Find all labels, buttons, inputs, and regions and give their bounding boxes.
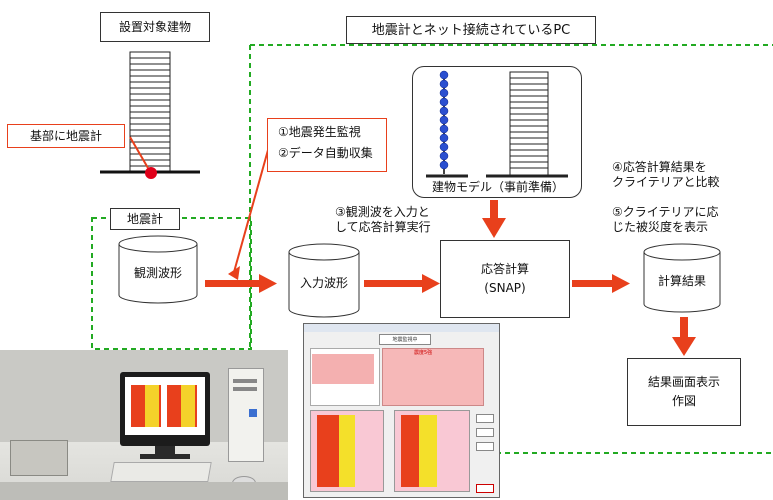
step-calculation-line2: して応答計算実行: [335, 220, 431, 234]
step-compare-line2: クライテリアと比較: [612, 175, 720, 189]
seismometer-label: 地震計: [126, 211, 163, 226]
observed-wave-label: 観測波形: [133, 265, 182, 280]
input-wave-cylinder: [288, 243, 360, 318]
step-calculation: ③観測波を入力と して応答計算実行: [335, 205, 465, 235]
building-icon: [100, 51, 200, 174]
step-pointer-line: [233, 149, 269, 273]
software-screenshot: 地震監視中 震度5強: [303, 323, 500, 498]
result-display-line2: 作図: [671, 394, 696, 408]
screen-alert: 震度5強: [414, 350, 433, 356]
response-calc-box: 応答計算 (SNAP): [440, 240, 570, 318]
flow-arrows: [205, 200, 696, 356]
result-display-box: 結果画面表示 作図: [627, 358, 741, 426]
observed-wave-cylinder: [118, 235, 198, 304]
building-title: 設置対象建物: [118, 19, 191, 34]
base-sensor-label-box: 基部に地震計: [7, 124, 125, 148]
building-model-box: [412, 66, 582, 198]
response-calc-line2: (SNAP): [484, 281, 526, 295]
pc-title: 地震計とネット接続されているPC: [371, 22, 571, 38]
step-pointer-head: [228, 266, 240, 280]
keyboard-icon: [110, 462, 212, 482]
monitor-icon: [120, 372, 210, 446]
step-collection: ②データ自動収集: [278, 146, 373, 160]
pc-tower-icon: [228, 368, 264, 462]
building-title-box: 設置対象建物: [100, 12, 210, 42]
pc-setup-photo: [0, 350, 288, 500]
pc-title-box: 地震計とネット接続されているPC: [346, 16, 596, 44]
result-display-line1: 結果画面表示: [647, 375, 720, 389]
seismometer-region-border: [91, 217, 252, 350]
step-display-damage-line2: じた被災度を表示: [612, 220, 709, 234]
monitoring-steps-box: ①地震発生監視 ②データ自動収集: [267, 118, 387, 172]
step-monitoring: ①地震発生監視: [278, 125, 361, 139]
step-compare: ④応答計算結果を クライテリアと比較: [612, 160, 742, 190]
sensor-dot: [145, 167, 157, 179]
response-calc-line1: 応答計算: [480, 262, 529, 276]
step-display-damage-line1: ⑤クライテリアに応: [612, 205, 719, 219]
step-compare-line1: ④応答計算結果を: [612, 160, 707, 174]
sensor-pointer: [129, 136, 149, 169]
step-calculation-line1: ③観測波を入力と: [335, 205, 430, 219]
seismometer-label-box: 地震計: [110, 208, 180, 230]
seismometer-device-icon: [10, 440, 68, 476]
screen-title: 地震監視中: [379, 334, 431, 345]
base-sensor-label: 基部に地震計: [29, 128, 102, 143]
building-model-icon: [426, 70, 568, 178]
building-model-caption: 建物モデル（事前準備）: [431, 180, 564, 194]
result-label: 計算結果: [657, 273, 706, 288]
input-wave-label: 入力波形: [299, 275, 348, 290]
result-cylinder: [643, 243, 721, 313]
step-display-damage: ⑤クライテリアに応 じた被災度を表示: [612, 205, 742, 235]
